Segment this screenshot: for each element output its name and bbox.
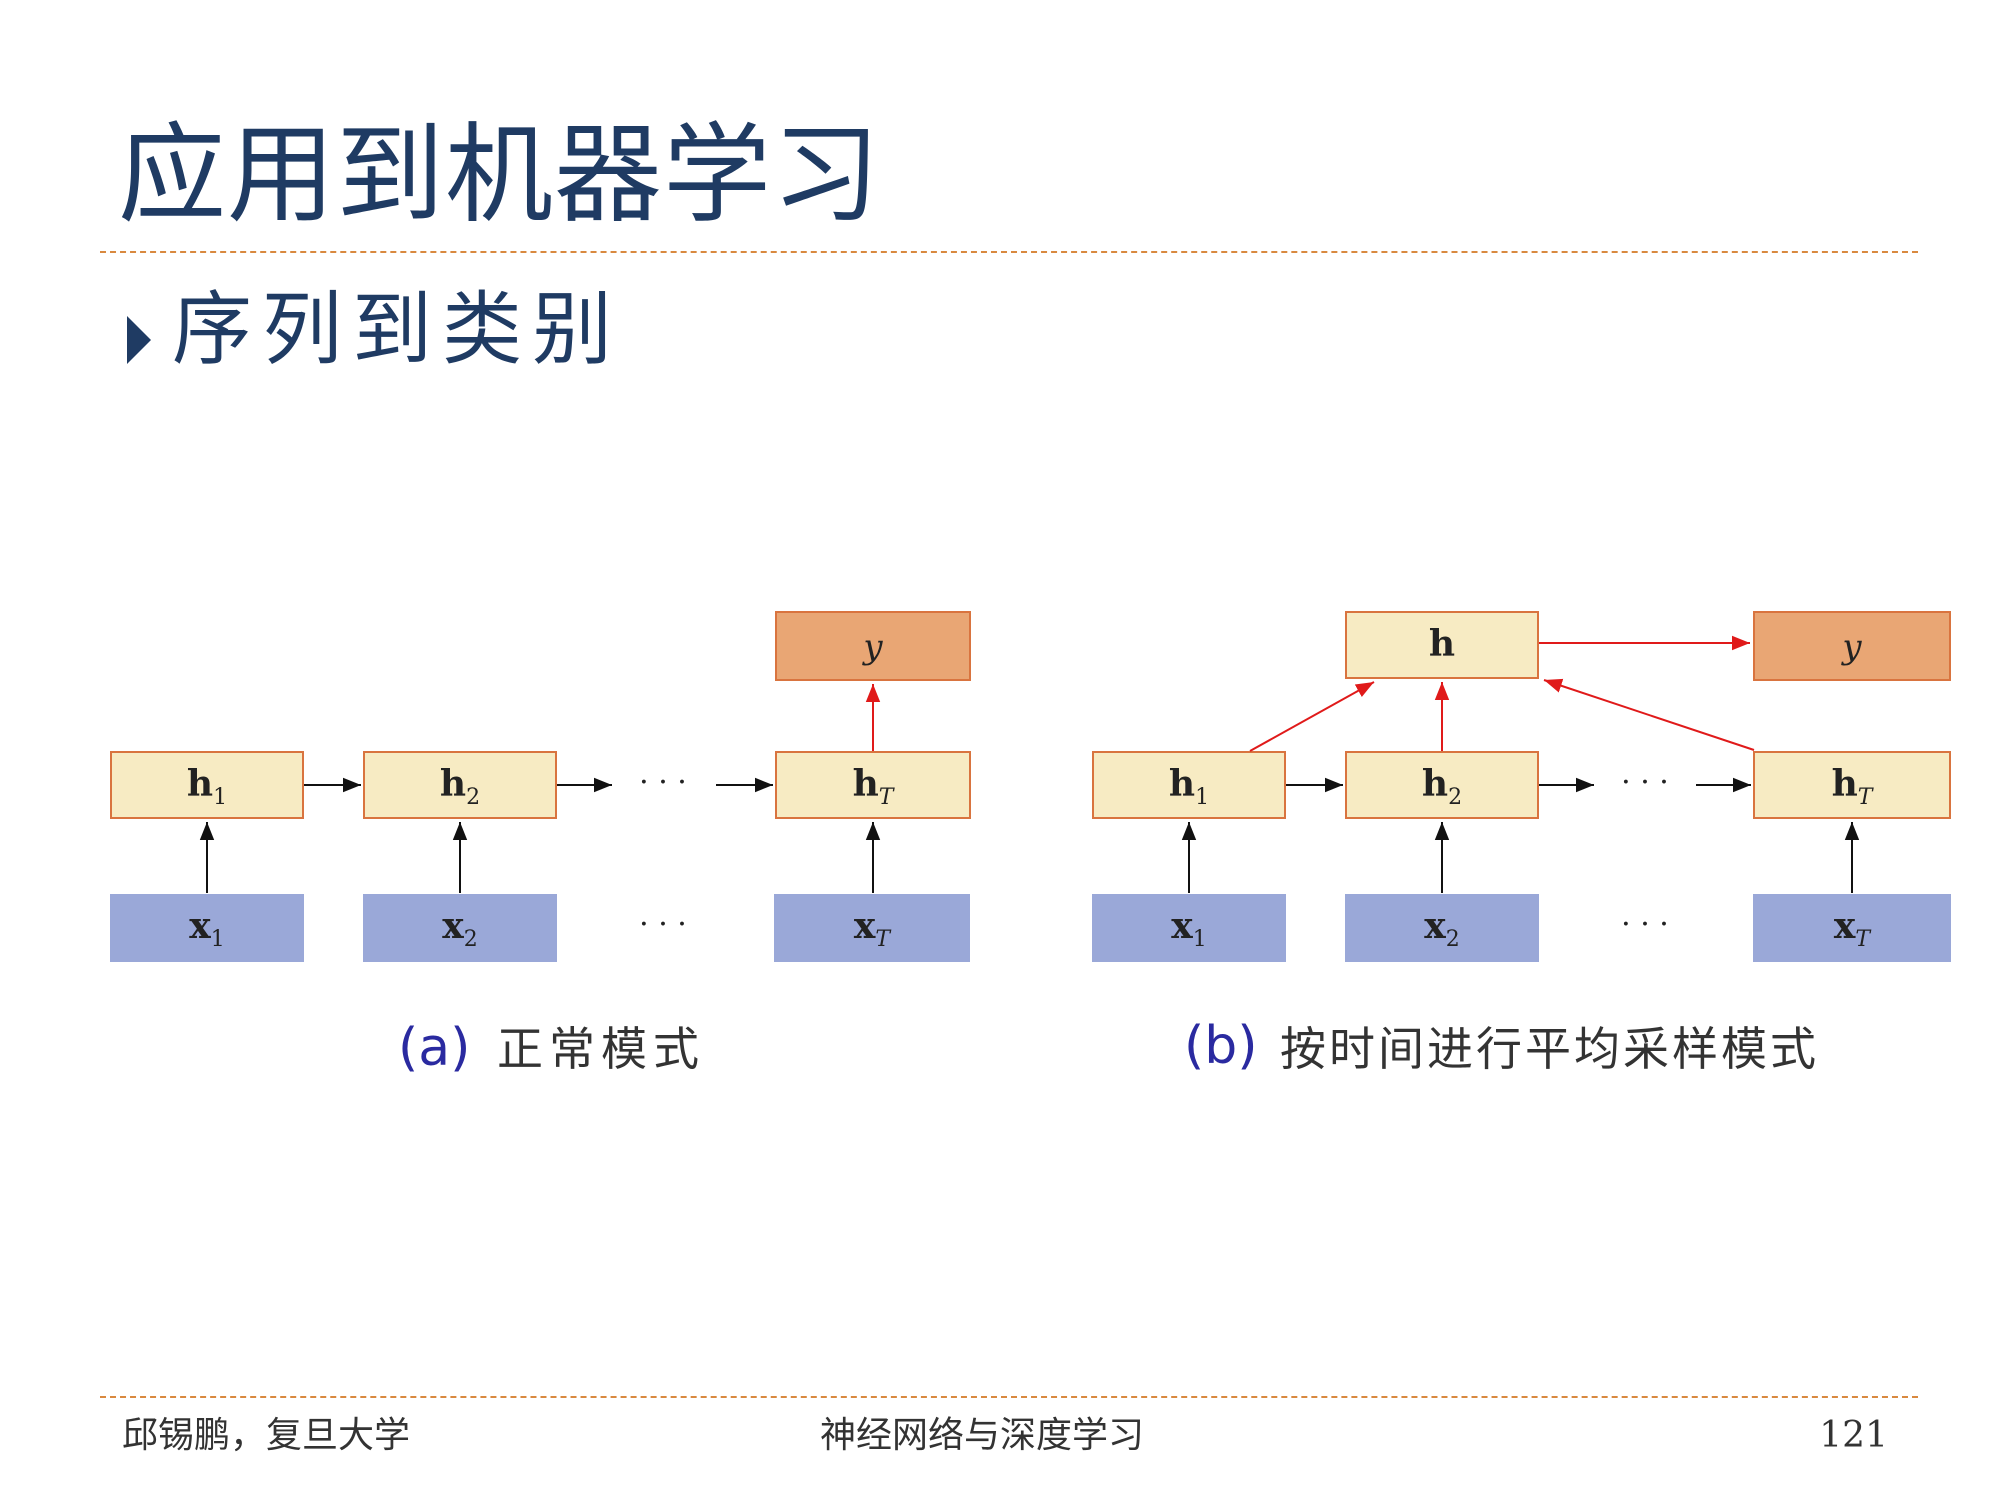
- caption-a-prefix: (a): [398, 1018, 470, 1078]
- footer-author: 邱锡鹏，复旦大学: [122, 1415, 411, 1456]
- hidden-box-b-T: [1753, 751, 1951, 819]
- output-box-b: [1753, 611, 1951, 681]
- title-divider: [100, 251, 1918, 253]
- caption-b-prefix: (b): [1184, 1016, 1258, 1076]
- diagram-a: y h1 h2 hT x1 x2 xT · · · · · · (a) 正常模式: [110, 611, 971, 1078]
- output-label-b: y: [1840, 627, 1862, 667]
- caption-a-text: 正常模式: [497, 1022, 705, 1076]
- hidden-box-a-1: [110, 751, 304, 819]
- slide-title: 应用到机器学习: [118, 113, 882, 238]
- ellipsis-b-input: · · ·: [1621, 907, 1669, 942]
- arrow-b-hT-pool: [1543, 678, 1755, 751]
- output-box-a: [775, 611, 971, 681]
- bullet-text: 序列到类别: [172, 283, 622, 376]
- ellipsis-b-hidden: · · ·: [1621, 765, 1669, 800]
- input-label-b-2: x2: [1424, 905, 1459, 952]
- output-label-a: y: [861, 627, 883, 667]
- input-box-b-T: [1753, 894, 1951, 962]
- footer-course: 神经网络与深度学习: [820, 1415, 1145, 1456]
- arrow-b-h1-pool: [1249, 681, 1375, 752]
- input-box-b-1: [1092, 894, 1286, 962]
- input-box-b-2: [1345, 894, 1539, 962]
- pooled-label-b: h: [1429, 623, 1455, 665]
- ellipsis-a-hidden: · · ·: [639, 765, 687, 800]
- pooled-box-b: [1345, 611, 1539, 679]
- footer-divider: [100, 1396, 1918, 1398]
- input-box-a-1: [110, 894, 304, 962]
- diagram-b: h y h1 h2 hT x1 x2 xT · · · · · ·: [1092, 611, 1951, 1076]
- hidden-box-b-1: [1092, 751, 1286, 819]
- input-box-a-T: [774, 894, 970, 962]
- caption-b-text: 按时间进行平均采样模式: [1280, 1022, 1819, 1076]
- bullet-marker: [127, 316, 151, 364]
- hidden-box-b-2: [1345, 751, 1539, 819]
- hidden-box-a-2: [363, 751, 557, 819]
- hidden-box-a-T: [775, 751, 971, 819]
- ellipsis-a-input: · · ·: [639, 907, 687, 942]
- input-box-a-2: [363, 894, 557, 962]
- footer-page-number: 121: [1819, 1415, 1888, 1456]
